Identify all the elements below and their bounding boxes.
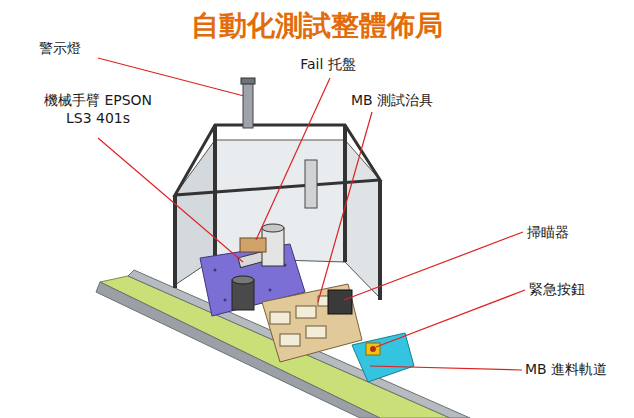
part-label: 警示燈	[39, 40, 81, 58]
part-label: 掃瞄器	[527, 224, 569, 242]
part-label: Fail 托盤	[300, 56, 356, 74]
part-label: MB 進料軌道	[525, 361, 607, 379]
part-label: 機械手臂 EPSON LS3 401s	[33, 92, 163, 127]
diagram-title: 自動化測試整體佈局	[191, 8, 443, 43]
part-label: MB 測試治具	[351, 92, 433, 110]
part-label: 緊急按鈕	[529, 281, 585, 299]
